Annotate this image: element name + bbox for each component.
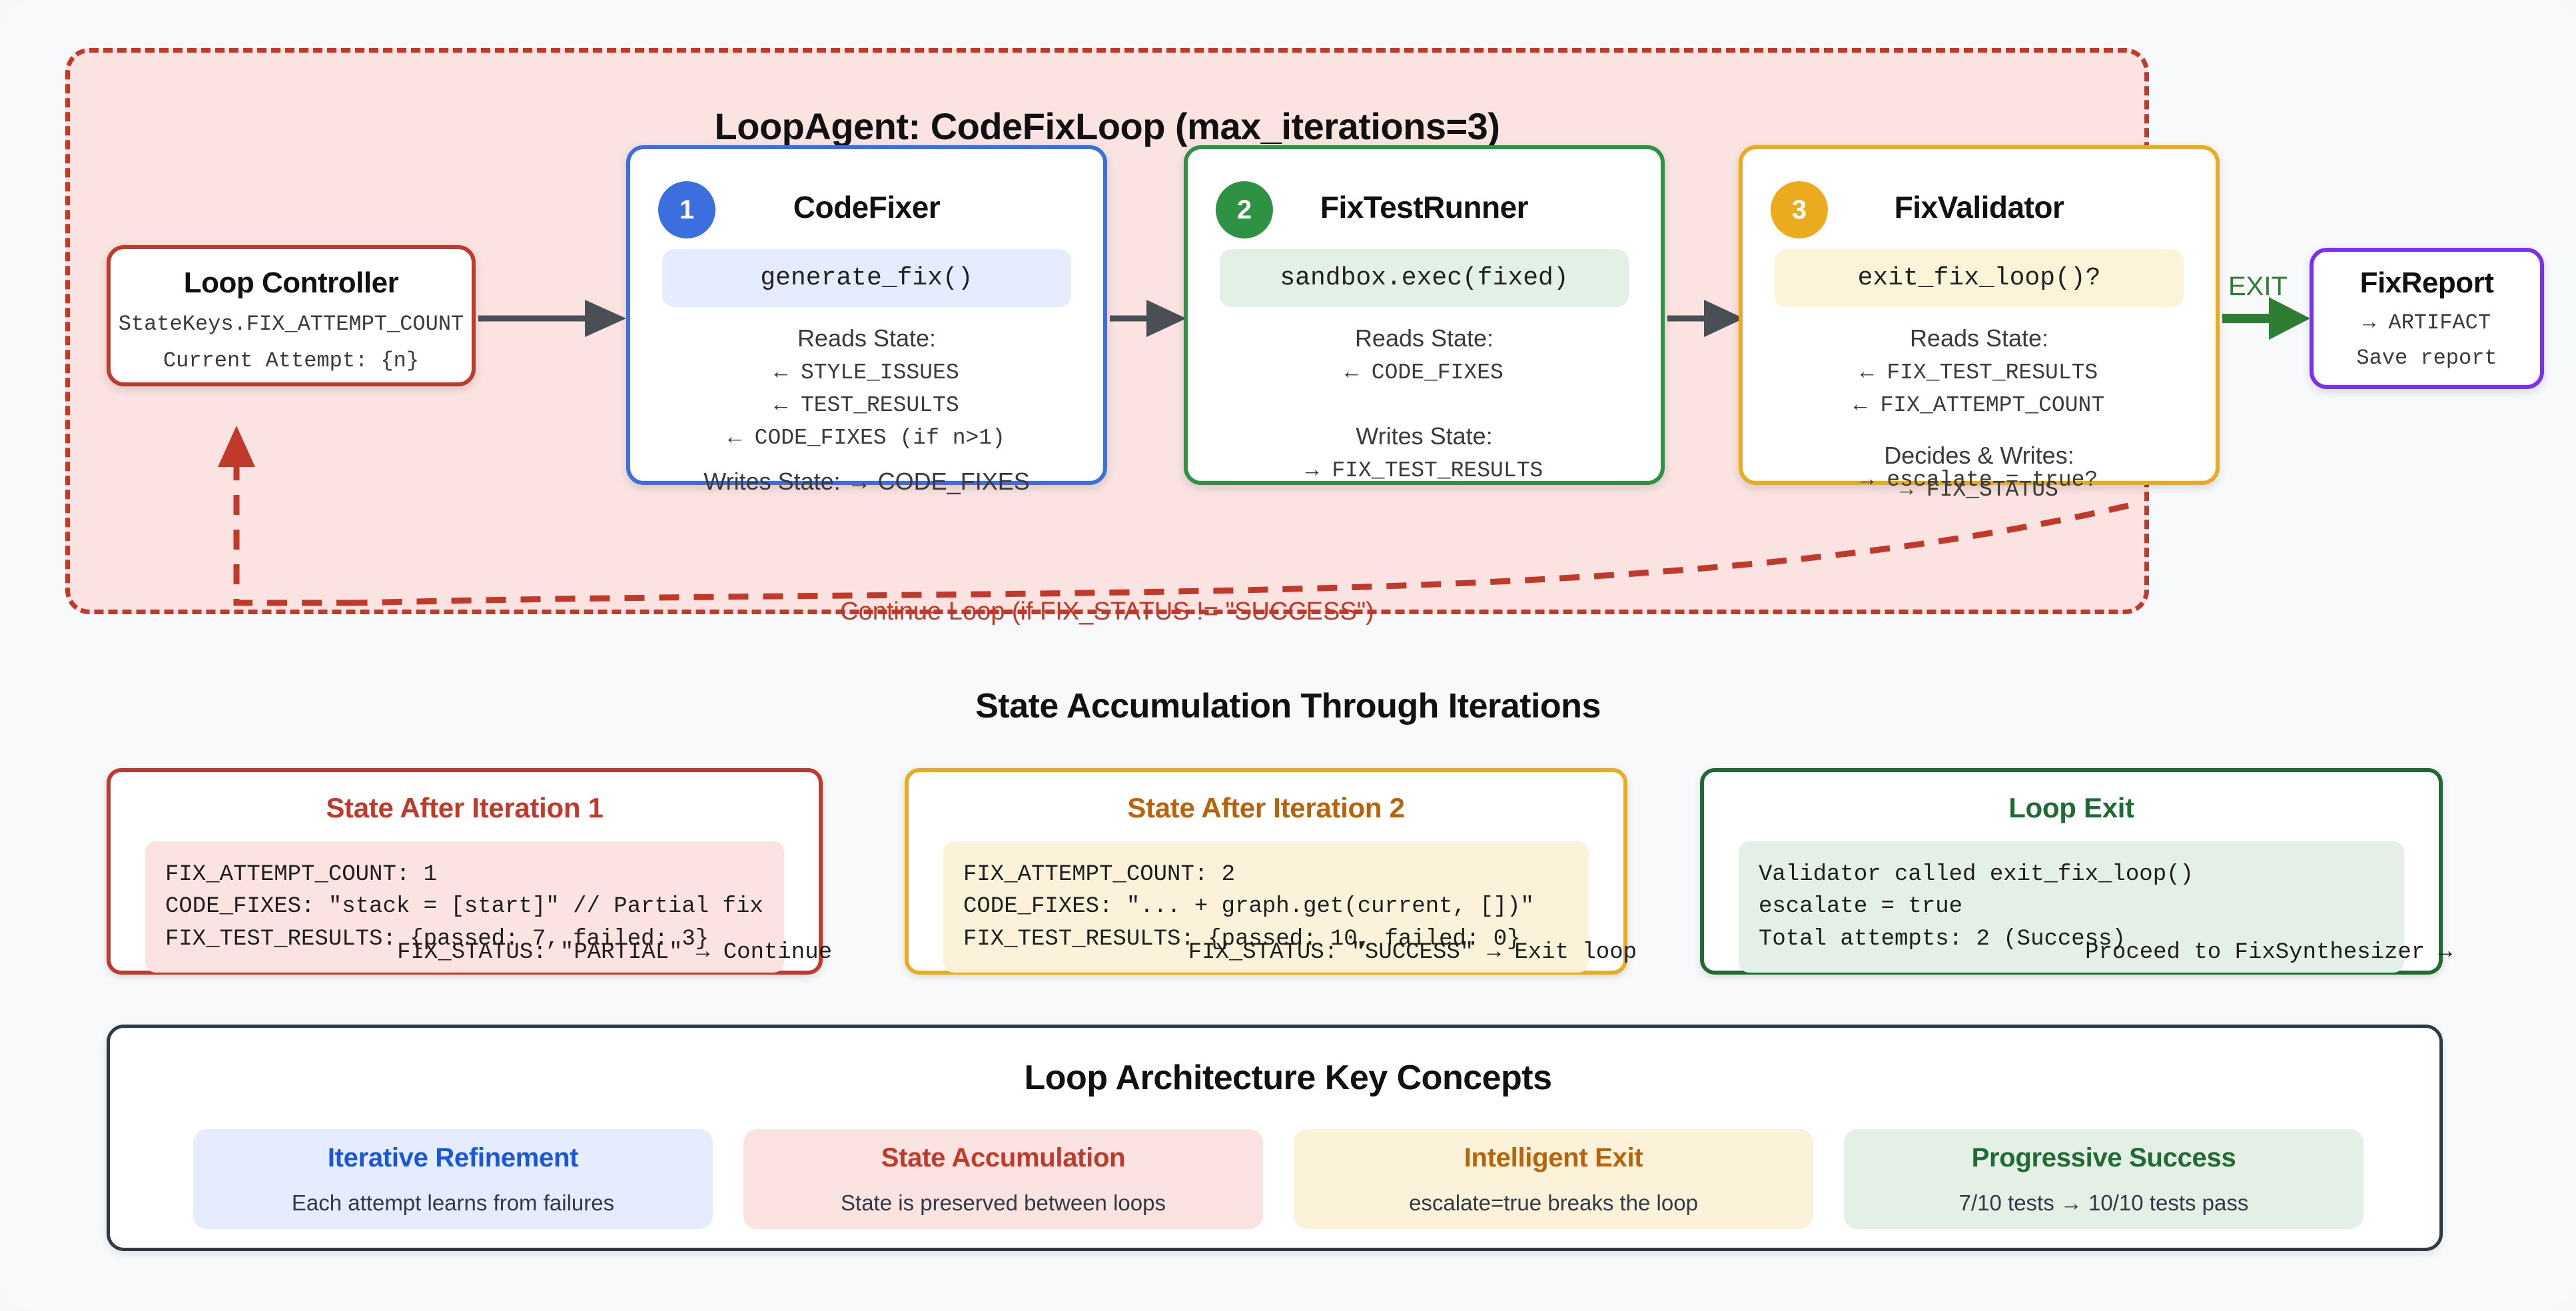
step-badge-2: 2 <box>1216 181 1273 238</box>
codefixer-read-0: ← STYLE_ISSUES <box>774 360 959 385</box>
codefixer-read-1: ← TEST_RESULTS <box>774 393 959 418</box>
state-line: FIX_TEST_RESULTS: {passed: 7, failed: 3} <box>165 926 709 952</box>
state-card-footer: FIX_STATUS: "PARTIAL" → Continue <box>397 940 832 965</box>
step-badge-1: 1 <box>658 181 715 238</box>
state-line: Total attempts: 2 (Success) <box>1759 926 2126 952</box>
state-card-body: Validator called exit_fix_loop() escalat… <box>1739 841 2404 973</box>
concept-desc: State is preserved between loops <box>841 1190 1166 1215</box>
concept-title: State Accumulation <box>881 1142 1126 1172</box>
codefixer-reads-label: Reads State: <box>797 324 937 352</box>
state-line: CODE_FIXES: "stack = [start]" // Partial… <box>165 894 763 920</box>
key-concepts-heading: Loop Architecture Key Concepts <box>1024 1059 1552 1097</box>
loop-controller-node[interactable]: Loop Controller StateKeys.FIX_ATTEMPT_CO… <box>107 245 476 386</box>
state-card-title: Loop Exit <box>2008 792 2134 823</box>
fixtestrunner-title: FixTestRunner <box>1320 190 1529 224</box>
concept-title: Iterative Refinement <box>327 1142 579 1172</box>
state-line: FIX_ATTEMPT_COUNT: 1 <box>165 862 438 887</box>
concept-title: Progressive Success <box>1971 1142 2236 1172</box>
fixvalidator-escalate: → escalate = true? <box>1860 468 2098 492</box>
fixvalidator-read-1: ← FIX_ATTEMPT_COUNT <box>1853 393 2105 418</box>
concept-state-accumulation[interactable]: State Accumulation State is preserved be… <box>743 1129 1263 1229</box>
loop-controller-title: Loop Controller <box>183 266 399 299</box>
codefixer-title: CodeFixer <box>793 190 941 224</box>
codefixer-call: generate_fix() <box>662 249 1071 307</box>
state-section-heading: State Accumulation Through Iterations <box>975 687 1601 725</box>
fixvalidator-writes-label: Decides & Writes: <box>1884 442 2074 469</box>
fixtestrunner-write-0: → FIX_TEST_RESULTS <box>1305 458 1543 483</box>
fixtestrunner-call: sandbox.exec(fixed) <box>1220 249 1629 307</box>
state-card-title: State After Iteration 2 <box>1127 792 1405 823</box>
loop-controller-attempt: Current Attempt: {n} <box>163 348 420 373</box>
arrow-controller-to-codefixer <box>478 300 626 337</box>
loop-controller-statekey: StateKeys.FIX_ATTEMPT_COUNT <box>118 312 464 336</box>
fixvalidator-title: FixValidator <box>1894 190 2064 224</box>
state-card-body: FIX_ATTEMPT_COUNT: 1 CODE_FIXES: "stack … <box>145 841 784 973</box>
fixtestrunner-read-0: ← CODE_FIXES <box>1345 360 1503 385</box>
state-card-title: State After Iteration 1 <box>326 792 604 823</box>
loop-title: LoopAgent: CodeFixLoop (max_iterations=3… <box>714 105 1500 147</box>
continue-loop-arrow <box>218 426 2130 606</box>
concept-desc: escalate=true breaks the loop <box>1409 1190 1698 1215</box>
fixvalidator-read-0: ← FIX_TEST_RESULTS <box>1860 360 2098 385</box>
state-card-loop-exit[interactable]: Loop Exit Validator called exit_fix_loop… <box>1700 768 2452 975</box>
concept-intelligent-exit[interactable]: Intelligent Exit escalate=true breaks th… <box>1294 1129 1813 1229</box>
state-card-footer: Proceed to FixSynthesizer → <box>2085 940 2452 965</box>
key-concepts-row: Iterative Refinement Each attempt learns… <box>193 1129 2363 1229</box>
state-card-footer: FIX_STATUS: "SUCCESS" → Exit loop <box>1188 940 1637 965</box>
state-line: escalate = true <box>1759 894 1963 920</box>
node-fixreport[interactable]: FixReport → ARTIFACT Save report <box>2310 248 2544 389</box>
fixreport-artifact: → ARTIFACT <box>2362 310 2491 335</box>
state-line: FIX_TEST_RESULTS: {passed: 10, failed: 0… <box>963 926 1521 952</box>
state-line: FIX_ATTEMPT_COUNT: 2 <box>963 862 1236 887</box>
fixreport-title: FixReport <box>2360 266 2494 299</box>
arrow-exit-to-fixreport <box>2222 297 2310 340</box>
key-concepts-panel: Iterative Refinement Each attempt learns… <box>107 1025 2443 1251</box>
fixtestrunner-writes-label: Writes State: <box>1356 422 1493 450</box>
concept-desc: 7/10 tests → 10/10 tests pass <box>1958 1190 2249 1215</box>
node-fixtestrunner[interactable]: 2 FixTestRunner sandbox.exec(fixed) Read… <box>1184 145 1665 485</box>
state-card-iteration-1[interactable]: State After Iteration 1 FIX_ATTEMPT_COUN… <box>107 768 832 975</box>
state-line: CODE_FIXES: "... + graph.get(current, []… <box>963 894 1534 920</box>
fixvalidator-write-0: → FIX_STATUS <box>1900 478 2058 502</box>
state-card-body: FIX_ATTEMPT_COUNT: 2 CODE_FIXES: "... + … <box>943 841 1589 973</box>
fixreport-save: Save report <box>2356 346 2497 370</box>
fixvalidator-call: exit_fix_loop()? <box>1775 249 2184 307</box>
step-badge-3: 3 <box>1771 181 1828 238</box>
state-line: Validator called exit_fix_loop() <box>1759 862 2194 887</box>
arrow-fixtestrunner-to-fixvalidator <box>1667 300 1744 337</box>
exit-label: EXIT <box>2228 272 2288 301</box>
fixvalidator-reads-label: Reads State: <box>1909 324 2049 352</box>
node-fixvalidator[interactable]: 3 FixValidator exit_fix_loop()? Reads St… <box>1739 145 2220 502</box>
concept-title: Intelligent Exit <box>1464 1142 1643 1172</box>
fixtestrunner-reads-label: Reads State: <box>1354 324 1494 352</box>
node-codefixer[interactable]: 1 CodeFixer generate_fix() Reads State: … <box>626 145 1107 495</box>
concept-iterative-refinement[interactable]: Iterative Refinement Each attempt learns… <box>193 1129 713 1229</box>
codefixer-read-2: ← CODE_FIXES (if n>1) <box>728 426 1005 450</box>
codefixer-writes-label: Writes State: → CODE_FIXES <box>703 468 1030 495</box>
arrow-codefixer-to-fixtestrunner <box>1110 300 1186 337</box>
concept-desc: Each attempt learns from failures <box>291 1190 615 1215</box>
concept-progressive-success[interactable]: Progressive Success 7/10 tests → 10/10 t… <box>1844 1129 2363 1229</box>
state-card-iteration-2[interactable]: State After Iteration 2 FIX_ATTEMPT_COUN… <box>905 768 1637 975</box>
